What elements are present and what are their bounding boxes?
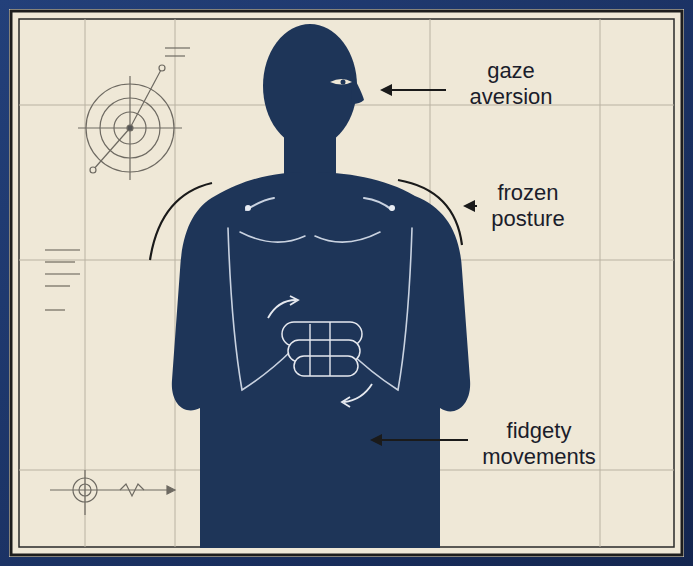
callout-label: gaze aversion xyxy=(452,58,570,110)
callout-label: fidgety movements xyxy=(474,418,604,470)
callout-label: frozen posture xyxy=(478,180,578,232)
leader-arrow xyxy=(463,200,477,212)
leader-arrow xyxy=(380,84,446,96)
leader-arrow xyxy=(370,434,468,446)
